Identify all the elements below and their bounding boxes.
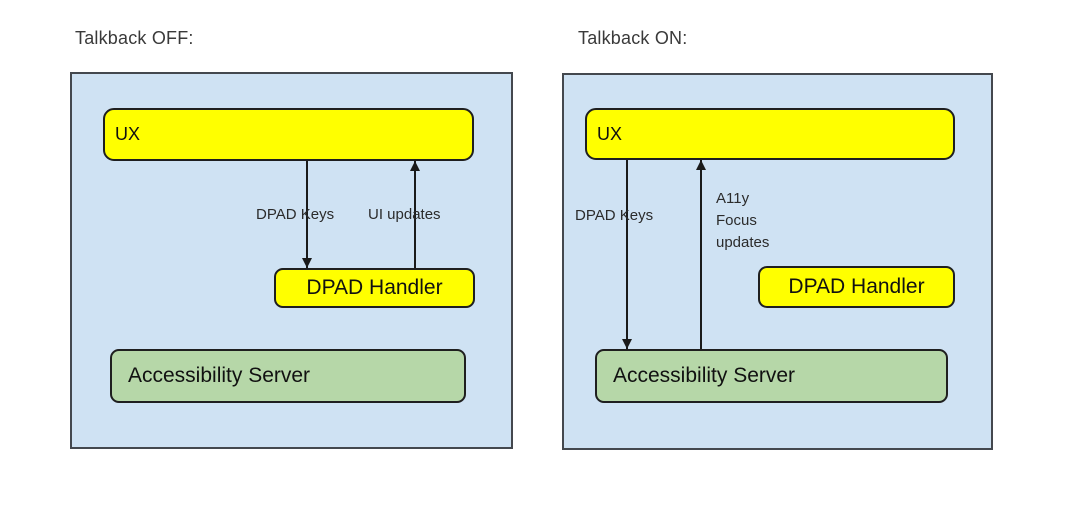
talkback-off-title: Talkback OFF: — [75, 28, 194, 48]
a11y-label-line-2: Focus — [716, 212, 757, 229]
arrowhead-up-icon — [696, 160, 706, 170]
dpad-keys-arrow-line — [306, 161, 308, 268]
dpad-handler-node: DPAD Handler — [274, 268, 475, 308]
arrowhead-down-icon — [622, 339, 632, 349]
dpad-keys-label: DPAD Keys — [575, 207, 654, 224]
ux-node: UX — [103, 108, 474, 161]
accessibility-server-node-label: Accessibility Server — [613, 364, 796, 387]
ui-updates-arrow-line — [414, 161, 416, 268]
accessibility-server-node: Accessibility Server — [110, 349, 466, 403]
dpad-handler-node-label: DPAD Handler — [788, 275, 925, 298]
dpad-handler-node: DPAD Handler — [758, 266, 955, 308]
talkback-on-title: Talkback ON: — [578, 28, 688, 48]
a11y-label-line-1: A11y — [716, 190, 750, 207]
accessibility-server-node: Accessibility Server — [595, 349, 948, 403]
dpad-keys-label: DPAD Keys — [256, 206, 335, 223]
ui-updates-label: UI updates — [368, 206, 441, 223]
ux-node-label: UX — [597, 123, 623, 144]
dpad-keys-arrow-line — [626, 160, 628, 349]
a11y-focus-updates-arrow-line — [700, 160, 702, 349]
accessibility-server-node-label: Accessibility Server — [128, 364, 311, 387]
ux-node-label: UX — [115, 124, 141, 144]
dpad-handler-node-label: DPAD Handler — [306, 276, 443, 299]
ux-node: UX — [585, 108, 955, 160]
arrowhead-up-icon — [410, 161, 420, 171]
a11y-label-line-3: updates — [716, 234, 770, 251]
a11y-focus-updates-label: A11y Focus updates — [716, 188, 769, 254]
arrowhead-down-icon — [302, 258, 312, 268]
